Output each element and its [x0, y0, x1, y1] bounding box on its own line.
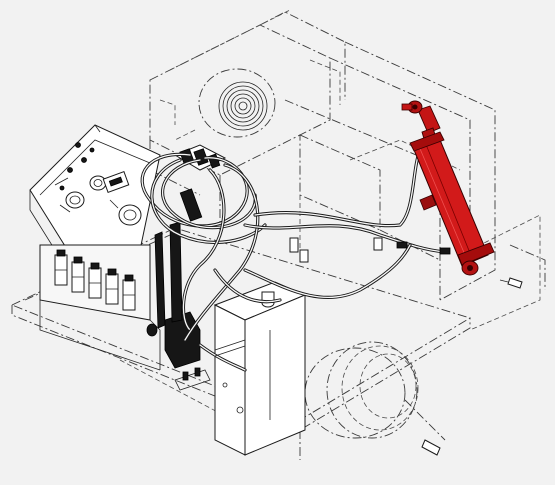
gauge-left	[65, 191, 85, 209]
switch-icon	[89, 147, 95, 153]
gauge-right	[118, 204, 142, 226]
switch-icon	[59, 185, 65, 191]
control-panel	[29, 124, 161, 292]
switch-icon	[67, 167, 73, 173]
hydraulic-hoses	[140, 148, 451, 372]
fittings	[174, 277, 523, 391]
switch-icon	[81, 157, 87, 163]
switch-icon	[75, 142, 81, 148]
hydraulic-tank	[213, 281, 307, 456]
motor-wheel	[198, 68, 276, 138]
pump-unit	[146, 188, 203, 369]
hydraulic-cylinder	[401, 100, 495, 276]
hose-clamp	[299, 249, 309, 263]
hose-clamp	[373, 237, 383, 251]
hose-clamp	[289, 237, 299, 253]
valve-bank	[39, 244, 161, 371]
lower-pulley	[304, 341, 446, 456]
gauge-middle	[89, 175, 107, 191]
